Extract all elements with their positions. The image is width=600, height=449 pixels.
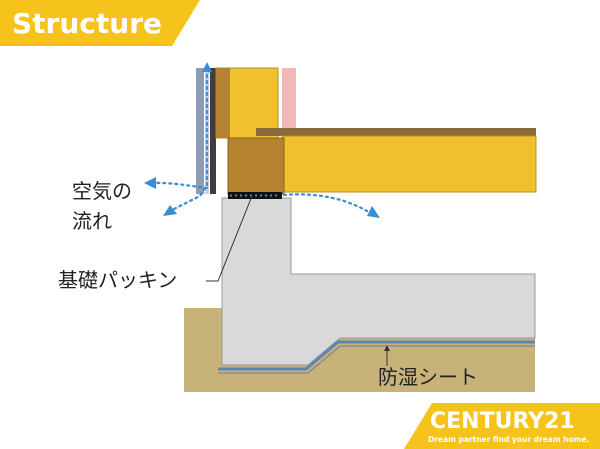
brand-name: CENTURY21 (430, 409, 575, 434)
floor-joist (281, 135, 537, 193)
packing-leader-line (206, 195, 253, 282)
airflow-arrowhead-downleft (163, 205, 177, 216)
page-title: Structure (12, 7, 162, 40)
moisture-sheet-shadow (218, 345, 535, 374)
moisture-sheet-label: 防湿シート (378, 365, 478, 389)
soil (184, 308, 535, 392)
packing-label: 基礎パッキン (58, 268, 177, 292)
sill-plate (227, 137, 285, 195)
airflow-arrowhead-left (144, 177, 156, 189)
wall-post-brown (216, 68, 230, 138)
sheathing (210, 68, 216, 194)
concrete-foundation (221, 197, 536, 366)
brand-tagline: Dream partner find your dream home. (428, 435, 590, 444)
sheet-leader-arrow (384, 345, 390, 351)
airflow-label-line2: 流れ (72, 209, 112, 233)
moisture-sheet (218, 340, 535, 371)
airflow-arrowhead-right (367, 206, 380, 218)
floor-board (256, 128, 536, 136)
airflow-arrowhead-up (202, 62, 212, 72)
exterior-siding (196, 68, 204, 194)
brand-badge (404, 403, 600, 449)
title-banner (0, 0, 200, 46)
airflow-label-line1: 空気の (72, 179, 132, 203)
insulation-strip (282, 68, 296, 130)
